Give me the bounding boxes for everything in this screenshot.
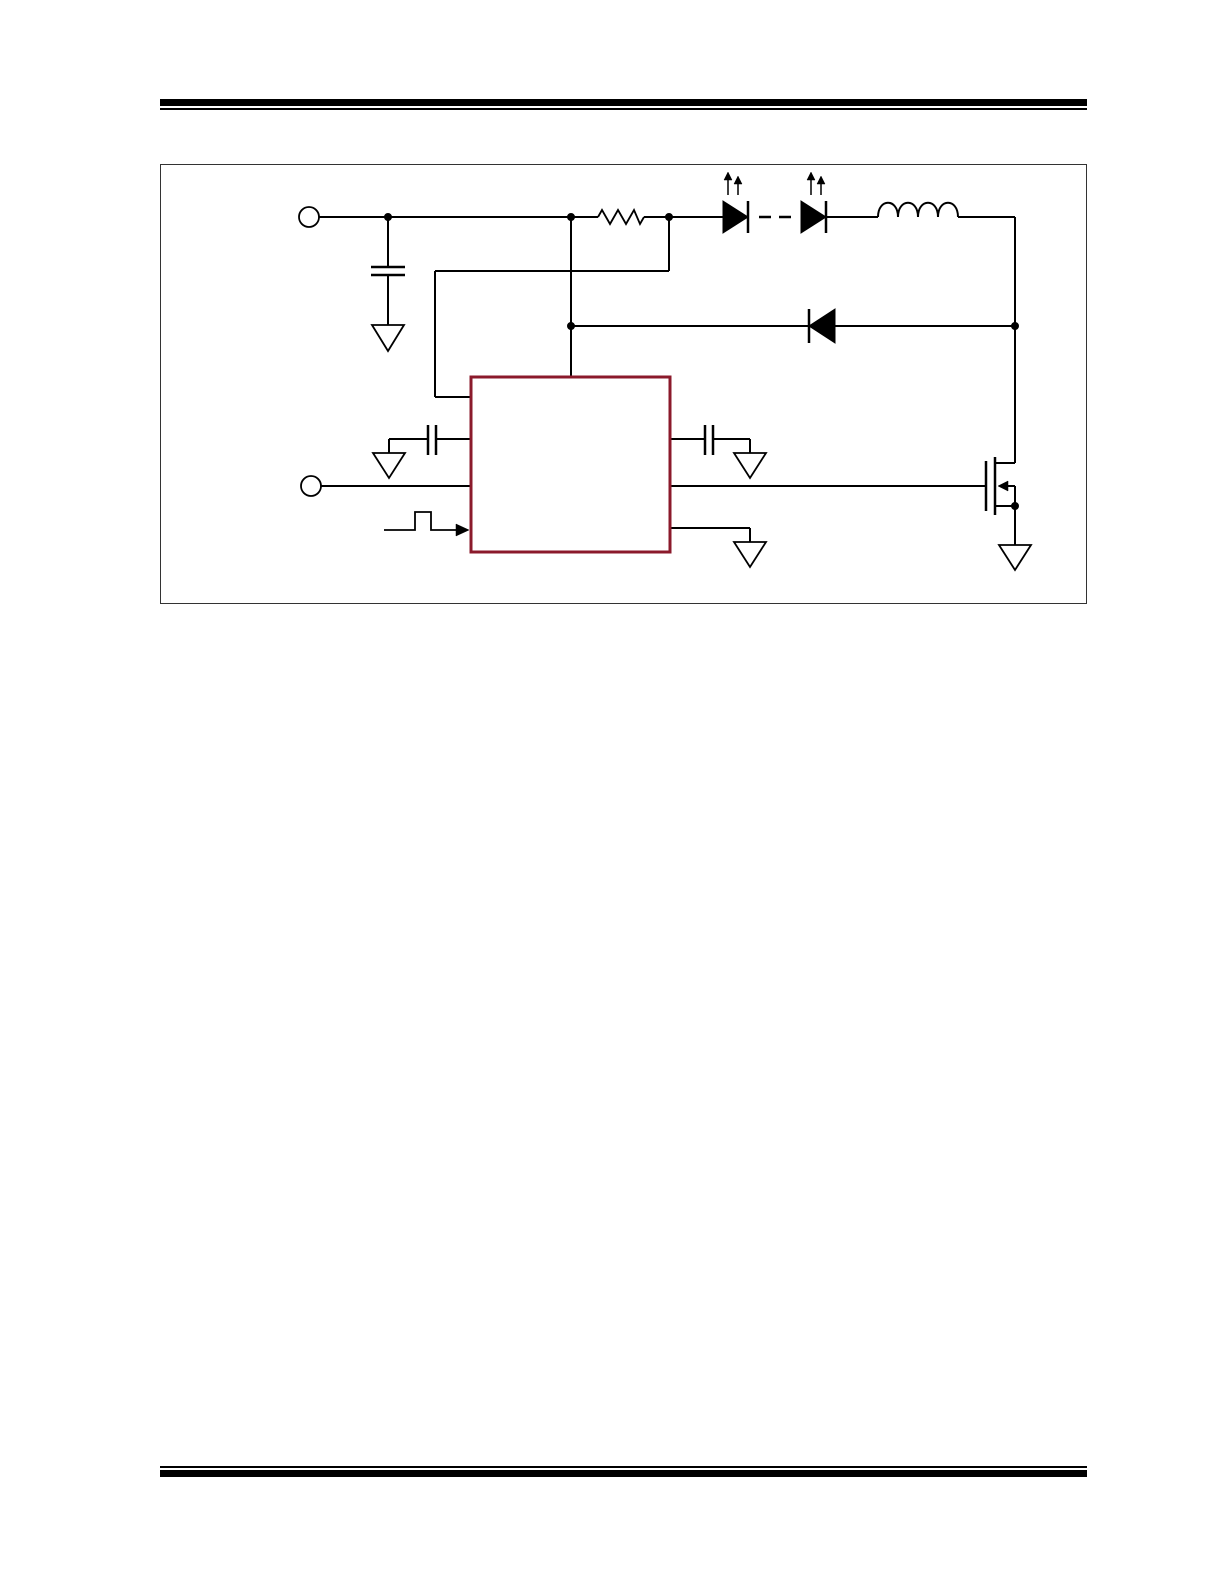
inductor	[877, 201, 959, 218]
junction-dot	[567, 322, 575, 330]
ground-icon	[732, 452, 768, 480]
freewheel-diode	[808, 308, 836, 344]
arrowhead	[733, 175, 743, 185]
header-rule-thick	[160, 99, 1087, 106]
junction-dot	[1011, 502, 1019, 510]
footer-rule-thin	[160, 1466, 1087, 1468]
footer-rule-thick	[160, 1470, 1087, 1477]
junction-dot	[384, 213, 392, 221]
pulse-waveform-icon	[384, 511, 463, 531]
ground-icon	[997, 544, 1033, 572]
ground-icon	[732, 541, 768, 569]
arrowhead	[816, 175, 826, 185]
sense-resistor	[597, 207, 645, 227]
circuit-schematic	[298, 171, 1033, 572]
junction-dot	[665, 213, 673, 221]
ground-icon	[371, 452, 407, 480]
junction-dot	[567, 213, 575, 221]
input-terminal-top[interactable]	[298, 206, 320, 228]
arrowhead	[806, 171, 816, 181]
header-rule-thin	[160, 108, 1087, 110]
arrowhead	[723, 171, 733, 181]
pwm-arrowhead	[455, 523, 470, 537]
ground-icon	[370, 324, 406, 353]
controller-ic	[469, 375, 672, 554]
led-1-triangle	[722, 200, 749, 234]
input-terminal-bottom[interactable]	[300, 475, 322, 497]
led-2-triangle	[800, 200, 827, 234]
junction-dot	[1011, 322, 1019, 330]
mosfet-body-arrow	[997, 480, 1009, 492]
figure-frame	[160, 164, 1087, 604]
